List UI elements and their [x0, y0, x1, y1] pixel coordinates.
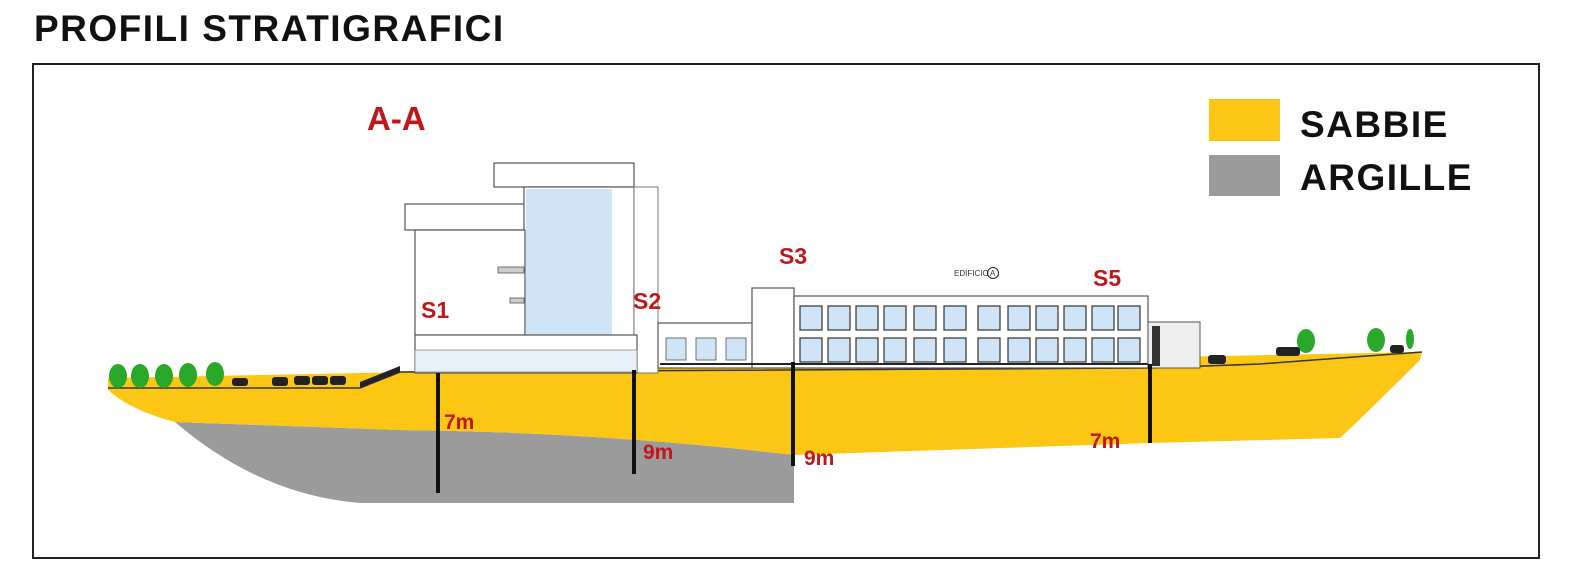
- depth-label: 9m: [804, 447, 834, 470]
- legend-label-clay: ARGILLE: [1300, 157, 1473, 198]
- ground-line: [108, 351, 1423, 389]
- building-tag: EDIFICIO: [954, 269, 989, 278]
- page-title: PROFILI STRATIGRAFICI: [34, 8, 505, 49]
- legend: SABBIE ARGILLE: [1209, 99, 1473, 198]
- legend-swatch-clay: [1209, 155, 1280, 196]
- depth-label: 7m: [1090, 430, 1120, 453]
- connector-building: [657, 287, 795, 369]
- tower-building: [404, 162, 659, 374]
- diagram-frame: [32, 63, 1540, 559]
- building-tag-letter: A: [990, 269, 996, 278]
- clay-layer: [175, 422, 794, 503]
- borehole-label: S2: [633, 288, 661, 314]
- depth-label: 9m: [643, 441, 673, 464]
- section-label: A-A: [367, 100, 426, 137]
- depth-label: 7m: [444, 411, 474, 434]
- legend-swatch-sand: [1209, 99, 1280, 141]
- borehole-label: S5: [1093, 265, 1121, 291]
- main-building: [660, 295, 1201, 369]
- legend-label-sand: SABBIE: [1300, 104, 1449, 145]
- car-icon: [232, 345, 1404, 386]
- borehole-lines: [436, 362, 1152, 493]
- borehole-label: S3: [779, 243, 807, 269]
- borehole-label: S1: [421, 297, 449, 323]
